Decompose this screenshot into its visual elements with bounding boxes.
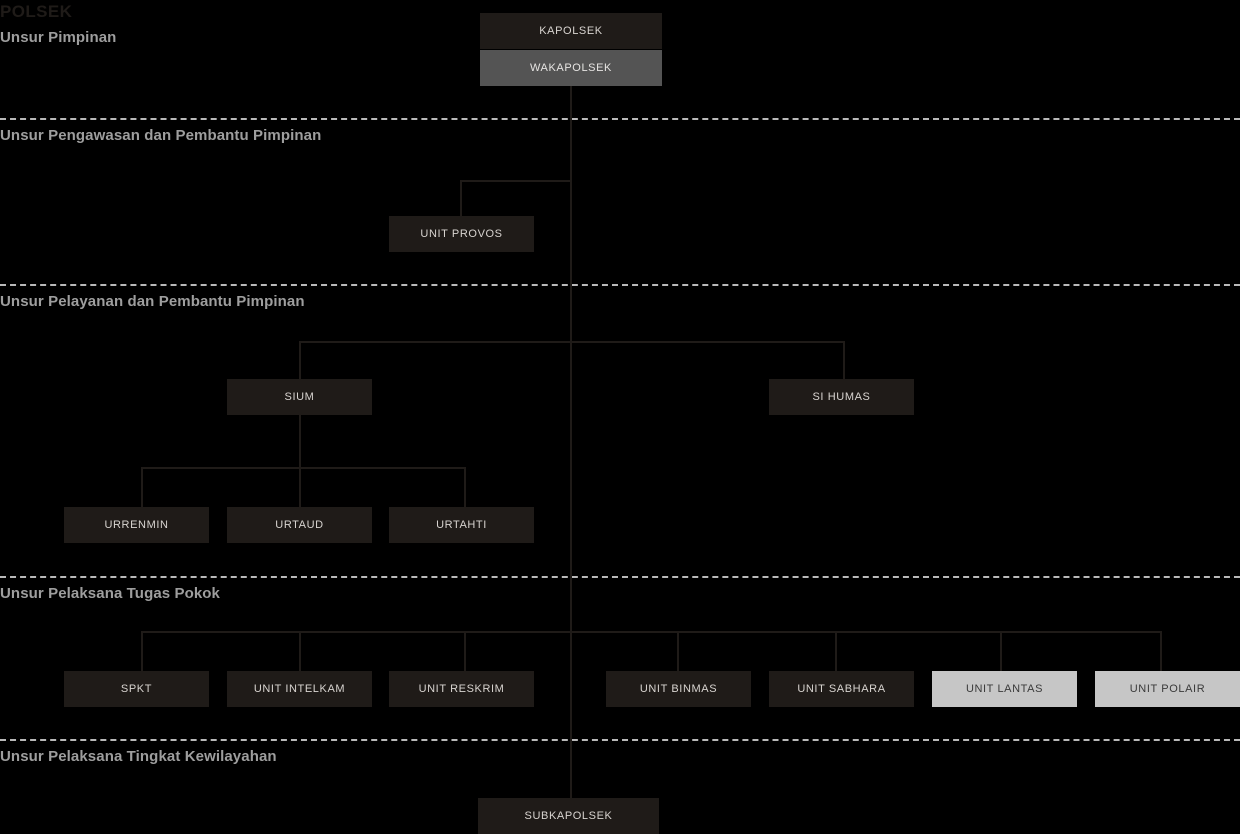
connector-spkt-drop xyxy=(141,631,143,671)
node-subkapolsek[interactable]: SUBKAPOLSEK xyxy=(478,798,659,834)
node-urtaud[interactable]: URTAUD xyxy=(227,507,372,543)
section-label-unsur-kewilayahan: Unsur Pelaksana Tingkat Kewilayahan xyxy=(0,748,277,765)
section-divider-1 xyxy=(0,118,1240,120)
connector-main-trunk xyxy=(570,86,572,798)
connector-sium-stem xyxy=(299,415,301,468)
connector-urrenmin-drop xyxy=(141,467,143,507)
connector-pelaksana-bus xyxy=(141,631,1162,633)
section-divider-3 xyxy=(0,576,1240,578)
node-sium[interactable]: SIUM xyxy=(227,379,372,415)
connector-sium-children-bus xyxy=(141,467,466,469)
connector-polair-drop xyxy=(1160,631,1162,671)
connector-provos-vertical xyxy=(460,180,462,216)
section-label-unsur-pengawasan: Unsur Pengawasan dan Pembantu Pimpinan xyxy=(0,127,322,144)
node-si-humas[interactable]: SI HUMAS xyxy=(769,379,914,415)
connector-binmas-drop xyxy=(677,631,679,671)
section-divider-2 xyxy=(0,284,1240,286)
connector-provos-horizontal xyxy=(460,180,572,182)
connector-urtaud-drop xyxy=(299,467,301,507)
node-urtahti[interactable]: URTAHTI xyxy=(389,507,534,543)
connector-lantas-drop xyxy=(1000,631,1002,671)
connector-reskrim-drop xyxy=(464,631,466,671)
connector-intelkam-drop xyxy=(299,631,301,671)
node-unit-lantas[interactable]: UNIT LANTAS xyxy=(932,671,1077,707)
node-urrenmin[interactable]: URRENMIN xyxy=(64,507,209,543)
section-label-unsur-pelaksana-tugas: Unsur Pelaksana Tugas Pokok xyxy=(0,585,221,602)
page-title: POLSEK xyxy=(0,2,73,21)
node-unit-intelkam[interactable]: UNIT INTELKAM xyxy=(227,671,372,707)
section-label-unsur-pelayanan: Unsur Pelayanan dan Pembantu Pimpinan xyxy=(0,293,305,310)
connector-sihumas-drop xyxy=(843,341,845,379)
connector-urtahti-drop xyxy=(464,467,466,507)
node-kapolsek[interactable]: KAPOLSEK xyxy=(480,13,662,49)
connector-sabhara-drop xyxy=(835,631,837,671)
connector-sium-drop xyxy=(299,341,301,379)
node-unit-reskrim[interactable]: UNIT RESKRIM xyxy=(389,671,534,707)
connector-pelayanan-bus xyxy=(299,341,845,343)
node-unit-binmas[interactable]: UNIT BINMAS xyxy=(606,671,751,707)
section-divider-4 xyxy=(0,739,1240,741)
node-unit-provos[interactable]: UNIT PROVOS xyxy=(389,216,534,252)
node-unit-sabhara[interactable]: UNIT SABHARA xyxy=(769,671,914,707)
node-spkt[interactable]: SPKT xyxy=(64,671,209,707)
node-wakapolsek[interactable]: WAKAPOLSEK xyxy=(480,50,662,86)
node-unit-polair[interactable]: UNIT POLAIR xyxy=(1095,671,1240,707)
section-label-unsur-pimpinan: Unsur Pimpinan xyxy=(0,29,117,46)
